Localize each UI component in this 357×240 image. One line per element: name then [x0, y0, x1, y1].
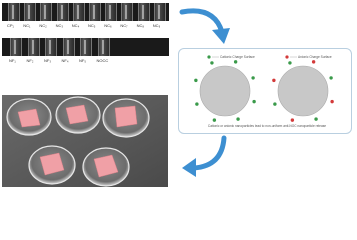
vial-label: NC₃ — [55, 23, 63, 28]
surface-charge-dot — [194, 78, 198, 83]
petri-dish — [55, 96, 101, 134]
vial-label: NC₂ — [39, 23, 47, 28]
vial — [10, 38, 22, 56]
petri-dish — [28, 145, 76, 185]
vial-label: NC₉ — [152, 23, 161, 28]
vial-labels-row-1: CP₁ NC₁ NC₂ NC₃ NC₄ NC₅ NC₆ NC₇ NC₈ NC₉ — [2, 23, 169, 31]
vial-label: NF₃ — [44, 58, 51, 63]
anionic-legend-dot — [285, 55, 289, 59]
vial — [62, 38, 75, 56]
vial — [80, 38, 92, 56]
petri-dish — [102, 98, 150, 138]
surface-charge-dot — [273, 102, 277, 106]
vial — [8, 3, 20, 21]
vial-photo-row-2 — [2, 38, 169, 56]
vial — [72, 3, 85, 21]
vial — [45, 38, 57, 56]
vial-label: NC₄ — [71, 23, 80, 28]
surface-charge-dot — [311, 60, 316, 64]
schematic-caption: Cationic or anionic nanoparticles lead t… — [207, 124, 327, 128]
anionic-legend-label: Anionic Charge Surface — [298, 55, 332, 59]
surface-charge-dot — [210, 61, 214, 65]
anionic-nanoparticle — [277, 65, 329, 117]
vial — [40, 3, 53, 21]
vial-label: CP₁ — [7, 23, 14, 28]
surface-charge-dot — [251, 76, 255, 80]
vial — [137, 3, 150, 21]
arrow-to-photo-icon — [182, 135, 227, 177]
cationic-nanoparticle — [199, 65, 251, 117]
vial-label: NC₆ — [104, 23, 112, 28]
surface-charge-dot — [272, 78, 276, 83]
cationic-legend-label: Cationic Charge Surface — [220, 55, 255, 59]
surface-charge-dot — [212, 118, 217, 122]
petri-dish — [6, 98, 52, 136]
vial-label: NOCC — [96, 58, 109, 63]
vial-label: NC₁ — [23, 23, 31, 28]
vial — [24, 3, 37, 21]
surface-charge-dot — [233, 60, 238, 64]
vial — [121, 3, 134, 21]
vial — [89, 3, 101, 21]
vial — [105, 3, 118, 21]
vial-label: NC₈ — [136, 23, 145, 28]
surface-charge-dot — [252, 99, 256, 104]
vial-label: NF₁ — [9, 58, 16, 63]
arrow-to-schematic-icon — [179, 8, 230, 44]
nanoparticle-diagram — [194, 55, 334, 122]
surface-charge-dot — [288, 61, 292, 65]
vial — [27, 38, 40, 56]
petri-dish-photo — [2, 95, 168, 187]
surface-charge-dot — [329, 76, 333, 80]
vial — [56, 3, 69, 21]
surface-charge-dot — [314, 117, 318, 121]
vial-label: NC₇ — [120, 23, 128, 28]
petri-dish — [82, 147, 130, 187]
vial — [97, 38, 110, 56]
vial-label: NF₄ — [61, 58, 69, 63]
petri-dishes-illustration — [2, 95, 168, 187]
cationic-legend-dot — [207, 55, 211, 59]
vial-label: NC₅ — [88, 23, 96, 28]
surface-charge-dot — [290, 118, 295, 122]
surface-charge-dot — [330, 99, 334, 104]
vial — [153, 3, 166, 21]
vial-label: NF₂ — [26, 58, 34, 63]
surface-charge-dot — [236, 117, 240, 121]
vial-photo-row-1 — [2, 3, 169, 21]
nanoparticle-schematic-panel: Cationic Charge Surface Anionic Charge S… — [178, 48, 352, 134]
vial-labels-row-2: NF₁ NF₂ NF₃ NF₄ NF₅ NOCC — [2, 58, 169, 66]
surface-charge-dot — [195, 102, 199, 106]
vial-label: NF₅ — [79, 58, 86, 63]
